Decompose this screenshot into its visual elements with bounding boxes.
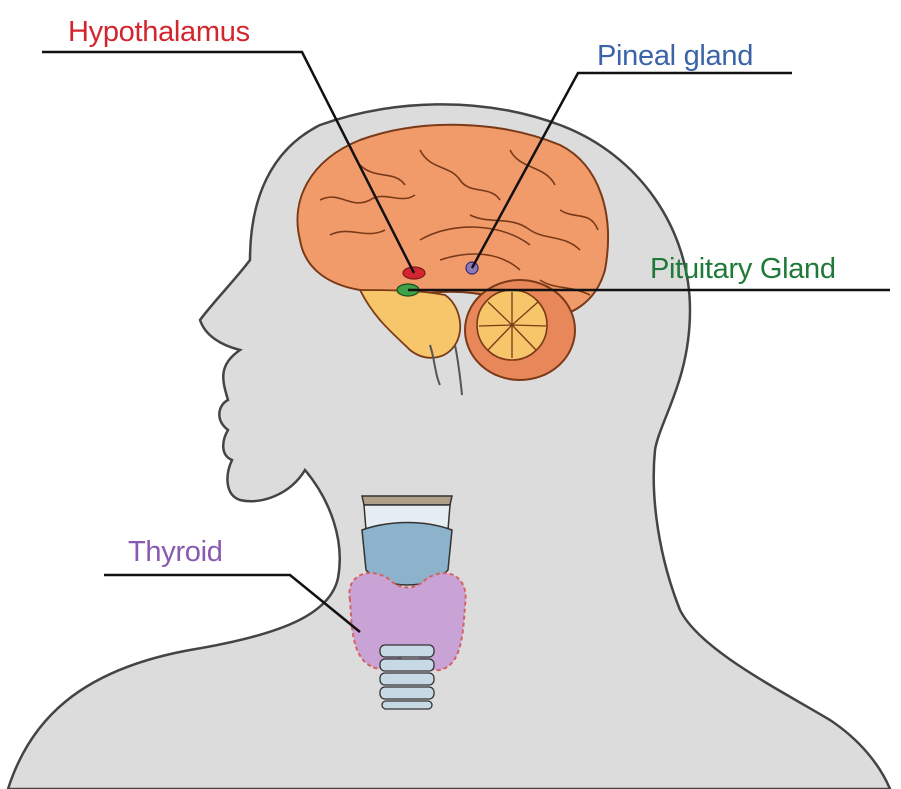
pituitary-gland-label: Pituitary Gland [650, 255, 836, 284]
pineal-gland-label: Pineal gland [597, 42, 753, 71]
thyroid-label: Thyroid [128, 538, 223, 567]
trachea-rings [380, 645, 434, 709]
larynx-cap [362, 496, 452, 505]
hypothalamus-label: Hypothalamus [68, 18, 250, 47]
